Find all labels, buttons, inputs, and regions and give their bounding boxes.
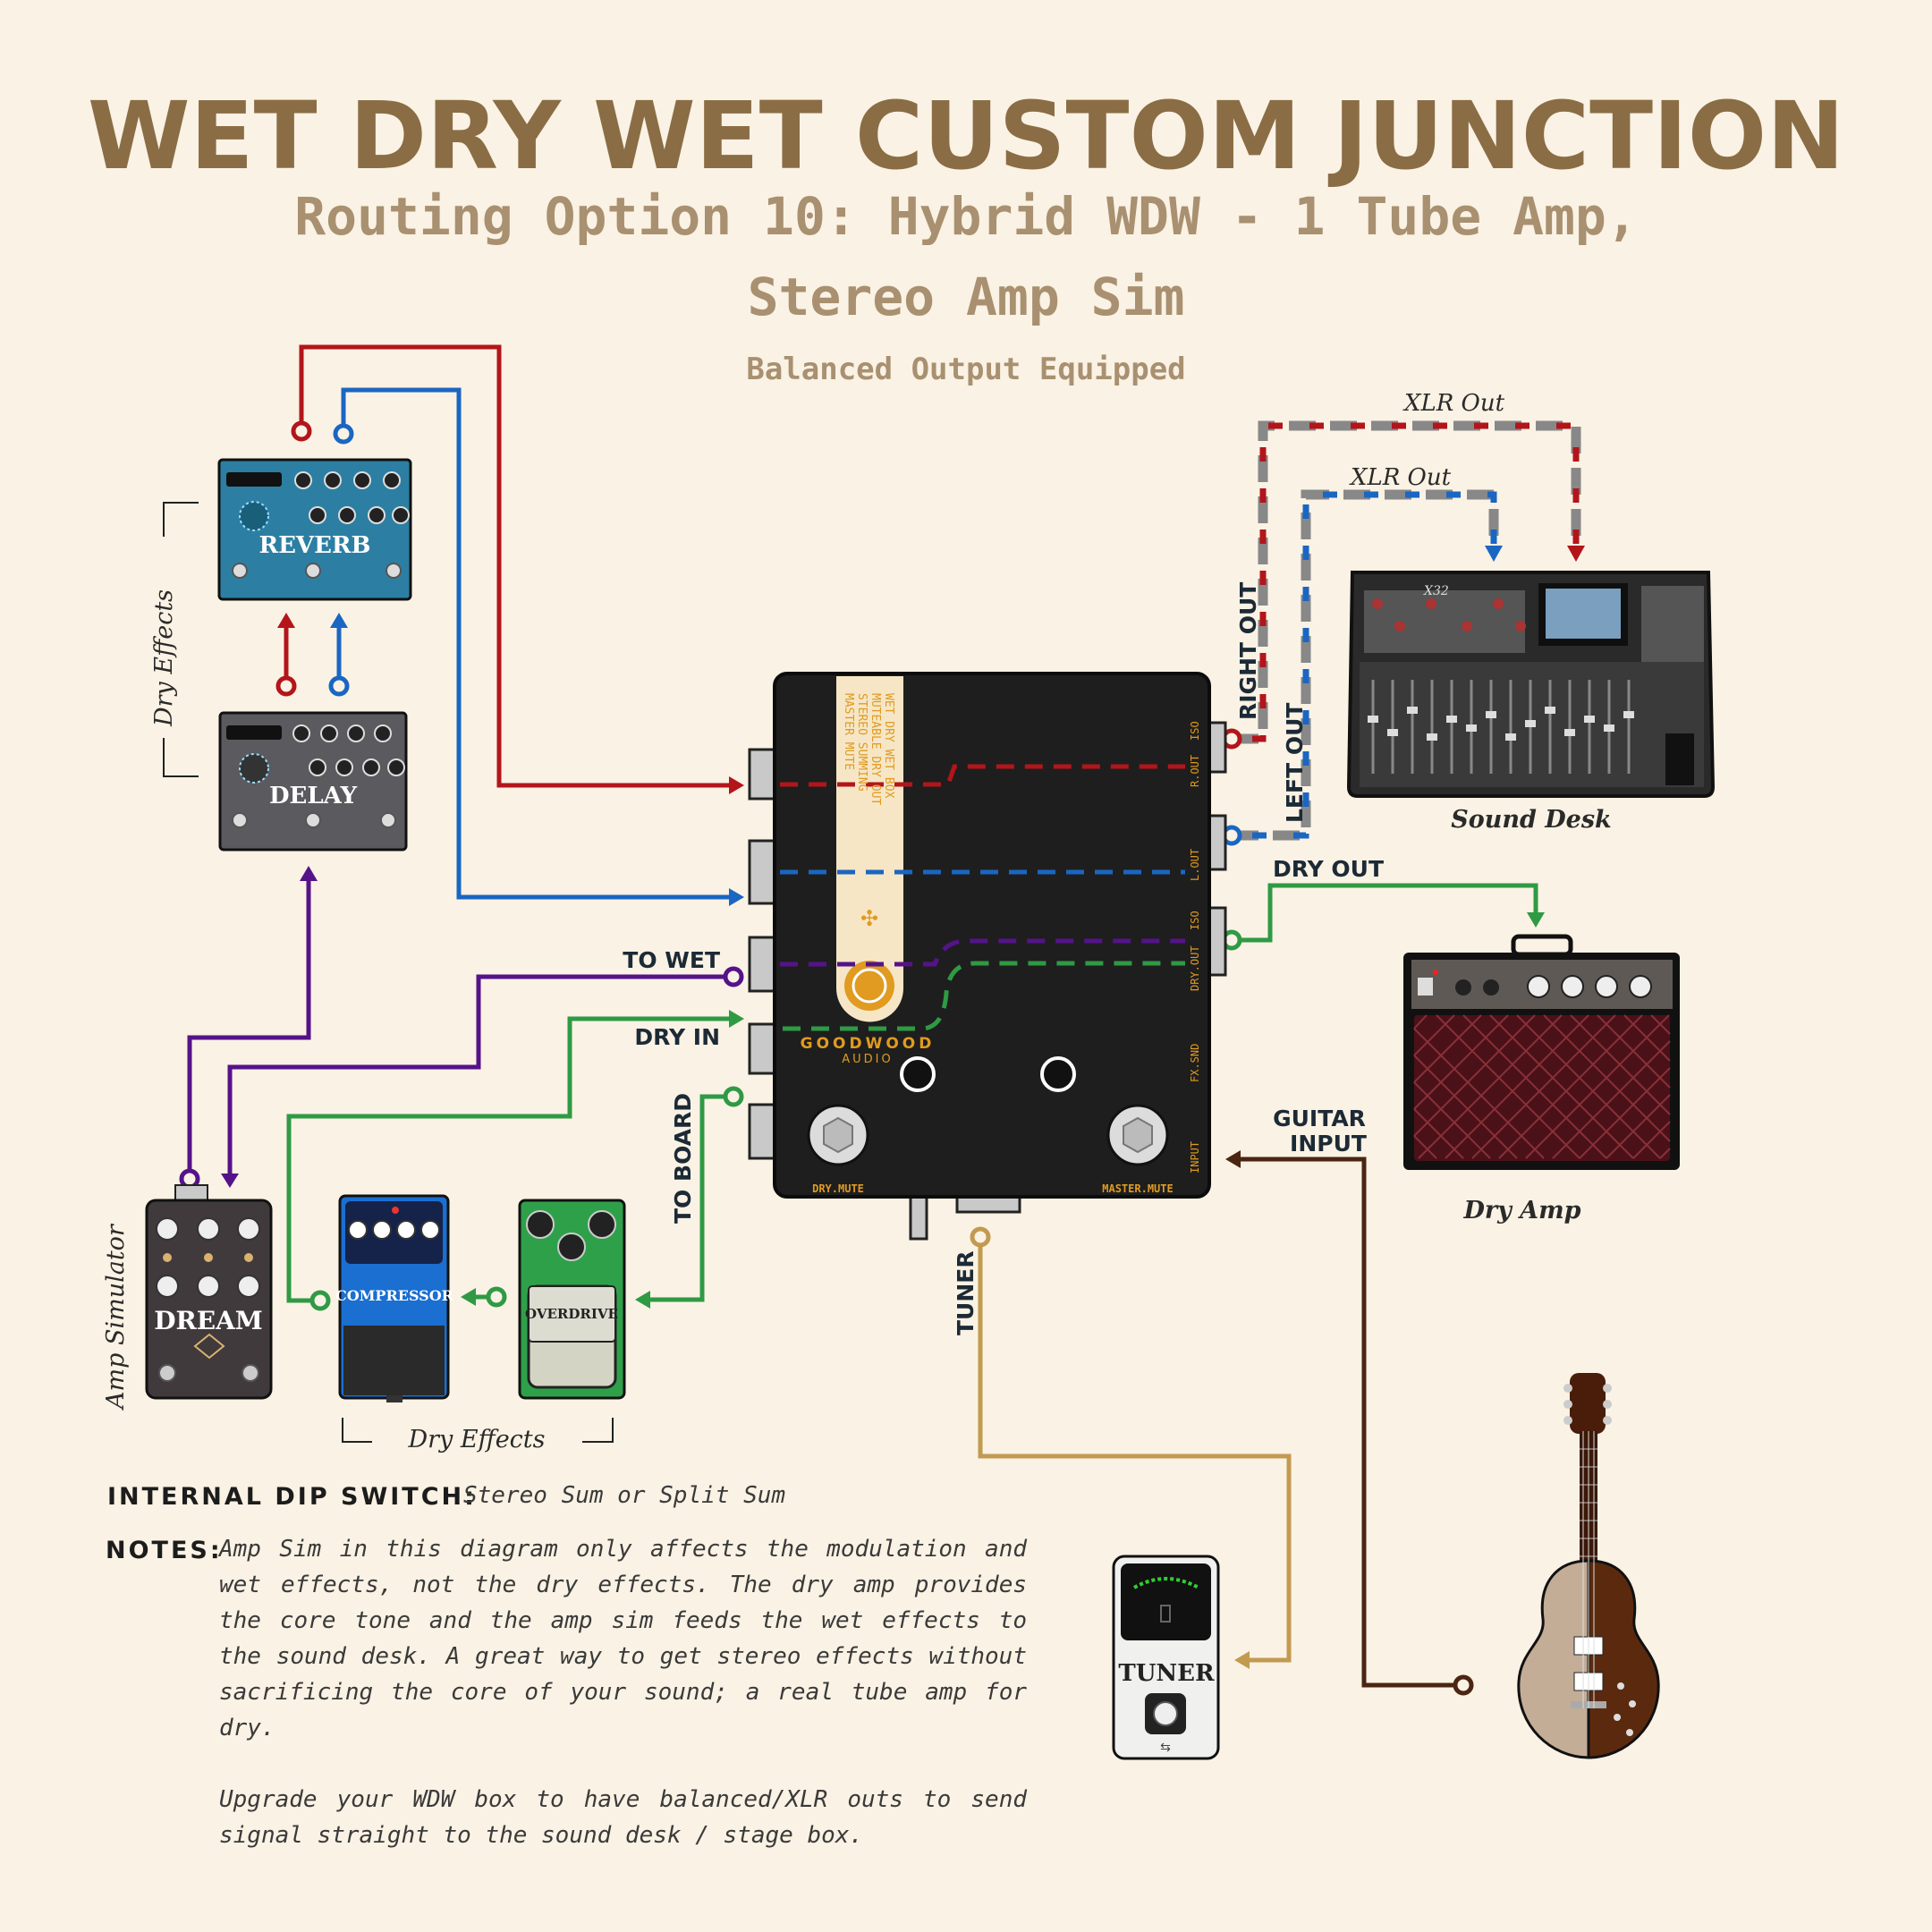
jack-label-iso-2: ISO xyxy=(1189,911,1201,930)
jack-comp-out xyxy=(309,1290,331,1311)
sound-desk-label: Sound Desk xyxy=(1451,806,1612,834)
dip-switch-heading: INTERNAL DIP SWITCH: xyxy=(107,1483,477,1511)
jack-tuner xyxy=(970,1226,991,1248)
dip-switch-value: Stereo Sum or Split Sum xyxy=(463,1482,786,1509)
mixer-icon xyxy=(1346,571,1716,798)
arrow-gold-tuner xyxy=(1234,1651,1250,1669)
xlr-cable-right xyxy=(1232,420,1585,744)
reverb-pedal-icon xyxy=(217,458,412,601)
junction-brand-sub: AUDIO xyxy=(842,1053,894,1066)
cable-green-dry-in xyxy=(286,1016,735,1303)
guitar-icon xyxy=(1517,1373,1660,1759)
amp-simulator-label: Amp Simulator xyxy=(102,1223,130,1411)
tuner-pedal-icon: ⇆ xyxy=(1112,1555,1220,1760)
notes-heading: NOTES: xyxy=(106,1537,223,1564)
strip-line-2: MUTEABLE DRY OUT xyxy=(869,693,882,805)
overdrive-pedal-icon xyxy=(518,1199,626,1400)
jack-delay-out-r xyxy=(328,675,350,697)
arrow-delay-reverb-r xyxy=(330,613,348,628)
jack-label-fx-snd: FX.SND xyxy=(1189,1044,1201,1082)
jack-label-iso-1: ISO xyxy=(1189,721,1201,741)
cable-gold-tuner xyxy=(978,1237,1292,1663)
dry-out-label: DRY OUT xyxy=(1273,856,1384,882)
right-out-label: RIGHT OUT xyxy=(1235,582,1261,720)
mixer-model: X32 xyxy=(1423,584,1449,598)
compressor-pedal-icon xyxy=(338,1194,450,1402)
strip-line-1: WET DRY WET BOX xyxy=(882,693,895,799)
guitar-input-label-2: INPUT xyxy=(1290,1131,1367,1157)
cable-green-dry-out xyxy=(1232,883,1538,943)
arrow-brown-input xyxy=(1225,1150,1241,1168)
amp-sim-label: DREAM xyxy=(154,1306,263,1335)
dry-effects-label-top: Dry Effects xyxy=(150,589,178,727)
guitar-input-label-1: GUITAR xyxy=(1273,1106,1366,1131)
jack-label-dry-out: DRY.OUT xyxy=(1189,945,1201,991)
jack-guitar xyxy=(1453,1674,1474,1696)
arrow-purple-delay xyxy=(300,866,318,881)
dry-in-label: DRY IN xyxy=(634,1024,720,1050)
page-subtitle-line2: Stereo Amp Sim xyxy=(748,267,1185,327)
arrow-red xyxy=(729,776,744,794)
notes-paragraph-1: Amp Sim in this diagram only affects the… xyxy=(219,1536,1027,1741)
arrow-green-od xyxy=(635,1291,650,1309)
arrow-od-comp xyxy=(461,1288,476,1306)
amp-icon xyxy=(1403,934,1680,1170)
strip-line-4: MASTER MUTE xyxy=(842,693,855,770)
delay-label: DELAY xyxy=(269,783,358,809)
dry-effects-label-bottom: Dry Effects xyxy=(407,1426,545,1453)
reverb-label: REVERB xyxy=(259,532,371,559)
bracket-dry-effects-bottom-left xyxy=(342,1418,372,1443)
cable-brown-guitar xyxy=(1239,1157,1463,1688)
dry-amp-label: Dry Amp xyxy=(1462,1197,1580,1224)
junction-brand: GOODWOOD xyxy=(801,1035,936,1053)
amp-sim-pedal-icon xyxy=(145,1184,273,1400)
to-wet-label: TO WET xyxy=(623,947,720,973)
xlr-cable-left xyxy=(1232,489,1503,841)
svg-text:⇆: ⇆ xyxy=(1160,1741,1171,1755)
jack-label-r-out: R.OUT xyxy=(1189,755,1201,787)
page-subtitle-line1: Routing Option 10: Hybrid WDW - 1 Tube A… xyxy=(294,186,1638,247)
notes-paragraph-2: Upgrade your WDW box to have balanced/XL… xyxy=(219,1786,1027,1849)
cable-purple-ampsim-delay xyxy=(187,881,311,1176)
page-tagline: Balanced Output Equipped xyxy=(746,352,1185,387)
arrow-blue xyxy=(729,888,744,906)
jack-to-wet xyxy=(723,966,744,987)
junction-box-icon: ✣ xyxy=(748,672,1227,1241)
xlr-out-label-1: XLR Out xyxy=(1402,390,1505,417)
compressor-label: COMPRESSOR xyxy=(335,1287,454,1304)
arrow-purple-ampsim xyxy=(221,1174,239,1188)
left-out-label: LEFT OUT xyxy=(1282,703,1308,823)
page-title: WET DRY WET CUSTOM JUNCTION xyxy=(88,81,1844,191)
jack-reverb-out-r xyxy=(333,423,354,445)
jack-od-out xyxy=(486,1286,507,1308)
to-board-label: TO BOARD xyxy=(670,1093,696,1224)
bracket-gap xyxy=(146,537,182,738)
svg-text:✣: ✣ xyxy=(860,906,878,931)
notes-body: Amp Sim in this diagram only affects the… xyxy=(219,1531,1027,1853)
arrow-green-dry-in xyxy=(729,1010,744,1028)
jack-reverb-out-l xyxy=(291,420,312,442)
xlr-out-label-2: XLR Out xyxy=(1349,464,1452,491)
cable-green-to-board xyxy=(648,1094,733,1302)
strip-line-3: STEREO SUMMING xyxy=(855,693,869,792)
cable-purple-to-wet xyxy=(227,974,733,1176)
master-mute-label: MASTER.MUTE xyxy=(1102,1182,1173,1195)
junction-strip-text: WET DRY WET BOX MUTEABLE DRY OUT STEREO … xyxy=(842,693,895,805)
arrow-delay-reverb-l xyxy=(277,613,295,628)
jack-label-l-out: L.OUT xyxy=(1189,849,1201,881)
bracket-dry-effects-bottom-right xyxy=(582,1418,614,1443)
cable-blue-wet-right xyxy=(341,387,735,900)
jack-to-board xyxy=(723,1086,744,1107)
cable-red-wet-left xyxy=(299,344,735,788)
tuner-label: TUNER xyxy=(1118,1660,1215,1687)
jack-delay-out-l xyxy=(275,675,297,697)
jack-label-input: INPUT xyxy=(1189,1141,1201,1174)
dry-mute-label: DRY.MUTE xyxy=(812,1182,864,1195)
overdrive-label: OVERDRIVE xyxy=(525,1306,618,1322)
delay-pedal-icon xyxy=(218,711,408,852)
tuner-cable-label: TUNER xyxy=(953,1250,979,1335)
arrow-green-amp xyxy=(1527,912,1545,928)
